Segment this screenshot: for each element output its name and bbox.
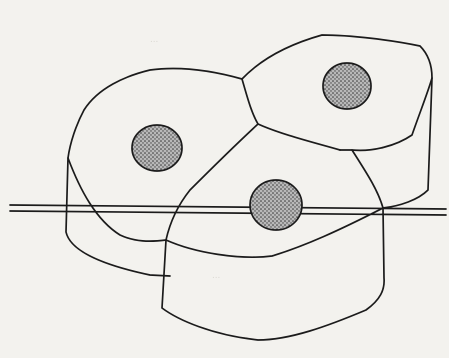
cell-left [66, 68, 242, 276]
nucleus-front [250, 180, 302, 230]
nucleus-left [132, 125, 182, 171]
nucleus-right [323, 63, 371, 109]
cell-front [162, 124, 384, 340]
